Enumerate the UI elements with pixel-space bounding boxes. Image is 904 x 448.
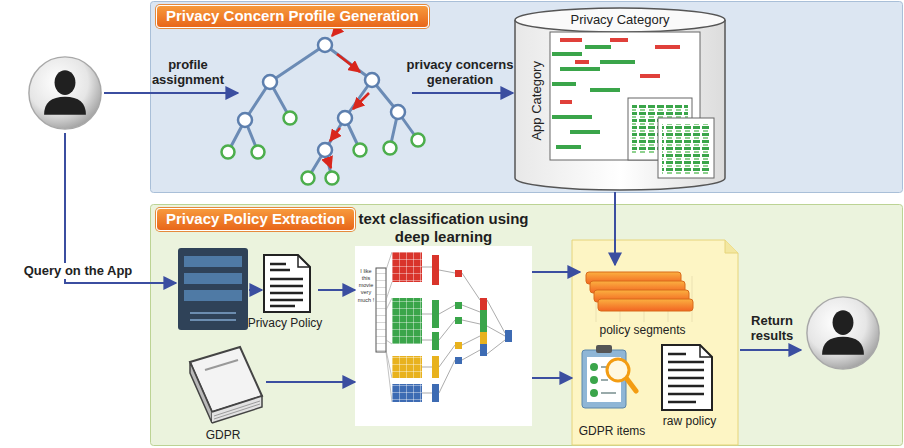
arrow-label: profile assignment: [143, 57, 233, 88]
panel-heading: Privacy Policy Extraction: [156, 208, 355, 231]
cnn-illustration: [355, 246, 532, 426]
flow-arrow: [318, 289, 355, 291]
database-cylinder: [515, 8, 725, 190]
model-node: text classification using deep learning: [355, 208, 532, 428]
arrow-label: Query on the App: [6, 263, 150, 279]
model-title: text classification using deep learning: [355, 210, 532, 246]
clipboard-node: GDPR items: [572, 342, 652, 440]
flow-arrow: [614, 192, 616, 265]
database-cylinder: Privacy CategoryApp Category: [515, 6, 725, 192]
flow-arrow: [532, 377, 572, 379]
document-node: Privacy Policy: [252, 250, 318, 338]
arrow-label: Return results: [742, 313, 802, 344]
panel-grounds: [151, 2, 903, 446]
input-sentence: I like this movie very much !: [357, 268, 375, 304]
decision-tree: [222, 20, 425, 185]
policy-segment-bars: [586, 272, 693, 322]
node-label: policy segments: [580, 323, 705, 337]
document-node: raw policy: [652, 342, 727, 432]
flow-arrows: [65, 93, 801, 350]
axis-label: Privacy Category: [515, 12, 725, 28]
flow-arrow: [532, 271, 580, 273]
panel-band: Privacy Concern Profile Generation Privac…: [150, 1, 902, 192]
node-label: raw policy: [652, 414, 727, 428]
flow-arrow: [266, 381, 355, 383]
node-label: GDPR: [180, 428, 266, 442]
node-label: GDPR items: [567, 424, 657, 438]
arrow-label: privacy concerns generation: [404, 57, 516, 88]
node-label: Privacy Policy: [246, 316, 325, 330]
segments-node: policy segments: [580, 265, 705, 340]
axis-label: App Category: [529, 51, 545, 151]
clipboard-icon: [582, 345, 636, 408]
server-icon: [178, 248, 248, 330]
panel-heading: Privacy Concern Profile Generation: [156, 5, 429, 28]
book-icon: [190, 347, 262, 423]
book-node: GDPR: [180, 340, 266, 446]
